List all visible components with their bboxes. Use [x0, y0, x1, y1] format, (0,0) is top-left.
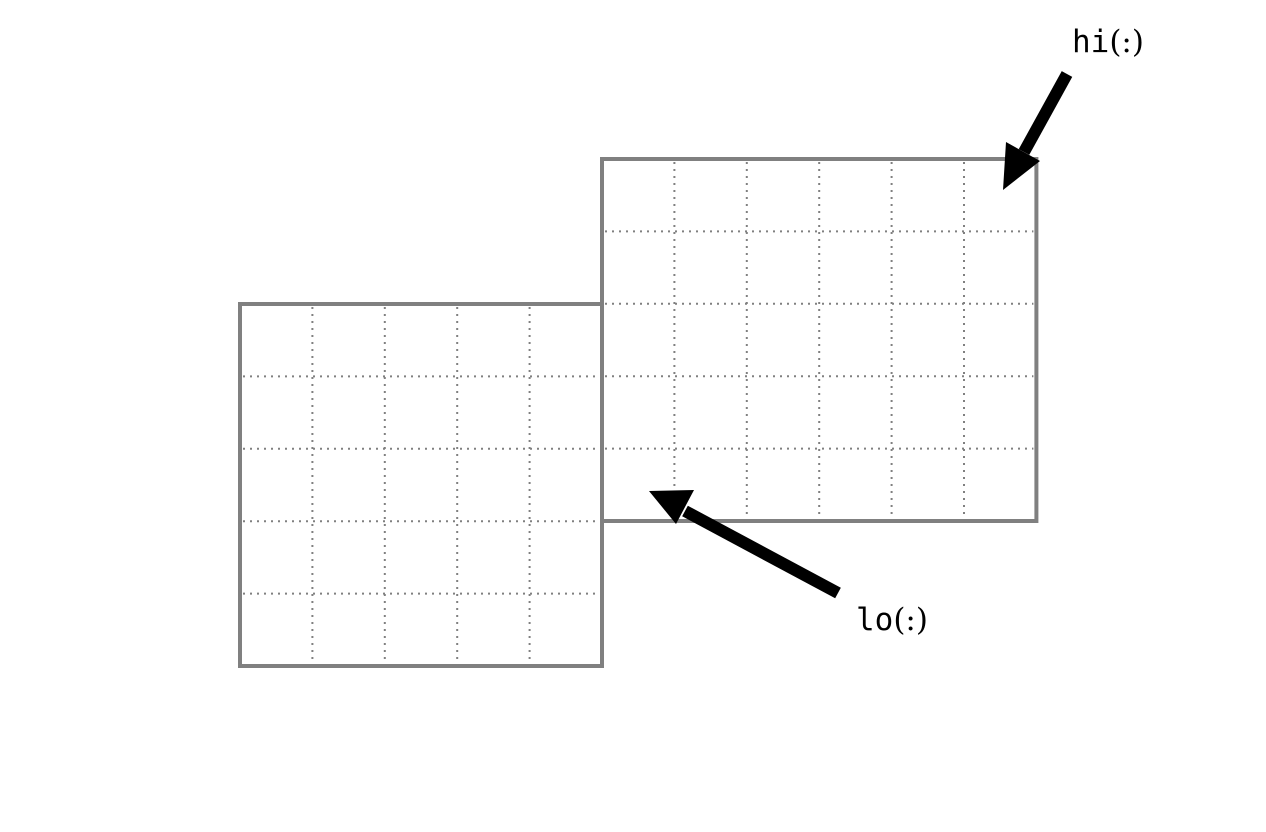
lo-grid-border: [238, 302, 604, 668]
hi-arrow: [1003, 71, 1073, 190]
hi-grid-border: [600, 157, 1039, 523]
hi-arrow-head: [1003, 142, 1040, 190]
hi-label-name: hi: [1072, 24, 1110, 60]
hi-grid: [600, 157, 1039, 523]
lo-label: lo(:): [856, 604, 928, 636]
lo-arrow: [649, 490, 841, 599]
lo-grid: [238, 302, 604, 668]
lo-arrow-head: [649, 490, 694, 524]
hi-arrow-shaft: [1018, 71, 1073, 155]
hi-label: hi(:): [1072, 26, 1144, 58]
lo-arrow-shaft: [682, 505, 841, 599]
hi-label-suffix: (:): [1109, 24, 1144, 60]
lo-label-name: lo: [856, 602, 894, 638]
lo-label-suffix: (:): [893, 602, 928, 638]
